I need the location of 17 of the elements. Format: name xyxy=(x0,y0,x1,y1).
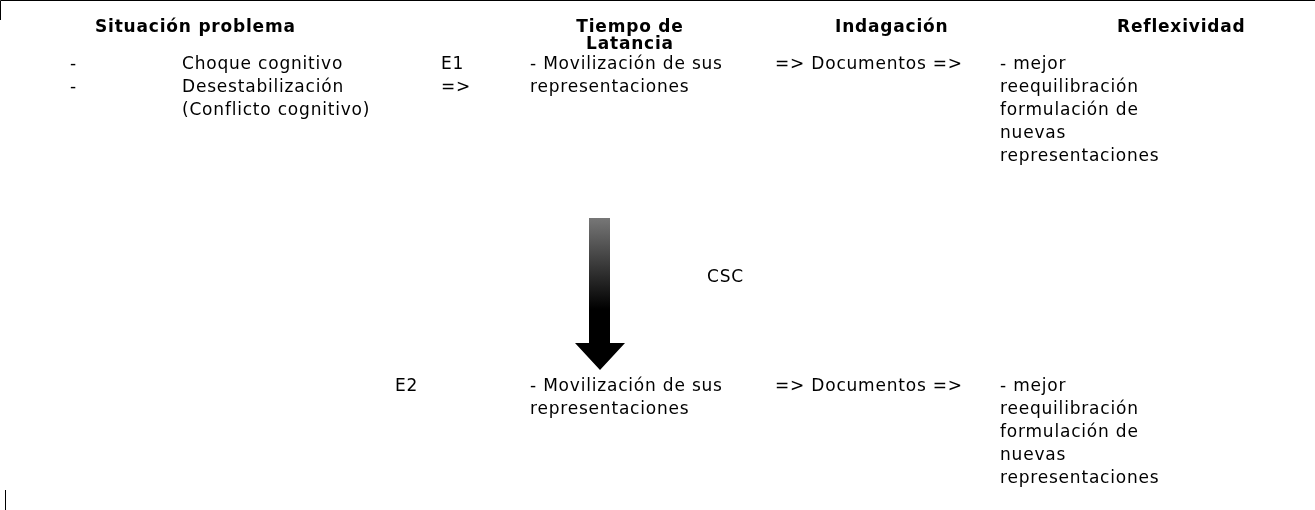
table-text: Choque cognitivo xyxy=(182,52,345,75)
table-text: E1 => xyxy=(441,52,473,98)
column-header: Indagación xyxy=(835,18,950,35)
column-header: Situación problema xyxy=(95,18,297,35)
table-text: - mejor reequilibración formulación de nuevas representaciones xyxy=(1000,374,1161,489)
table-text: => Documentos => xyxy=(775,52,964,75)
table-text: Desestabilización (Conflicto cognitivo) xyxy=(182,75,372,121)
table-text: => Documentos => xyxy=(775,374,964,397)
table-text: CSC xyxy=(707,265,745,288)
table-text: - Movilización de sus representaciones xyxy=(530,374,724,420)
table-text: E2 xyxy=(395,374,420,397)
column-header: Tiempo de Latancia xyxy=(575,18,685,52)
table-text: - xyxy=(70,52,78,75)
table-text: - mejor reequilibración formulación de nuevas representaciones xyxy=(1000,52,1161,167)
table-text: - xyxy=(70,75,78,98)
table-text: - Movilización de sus representaciones xyxy=(530,52,724,98)
column-header: Reflexividad xyxy=(1117,18,1247,35)
